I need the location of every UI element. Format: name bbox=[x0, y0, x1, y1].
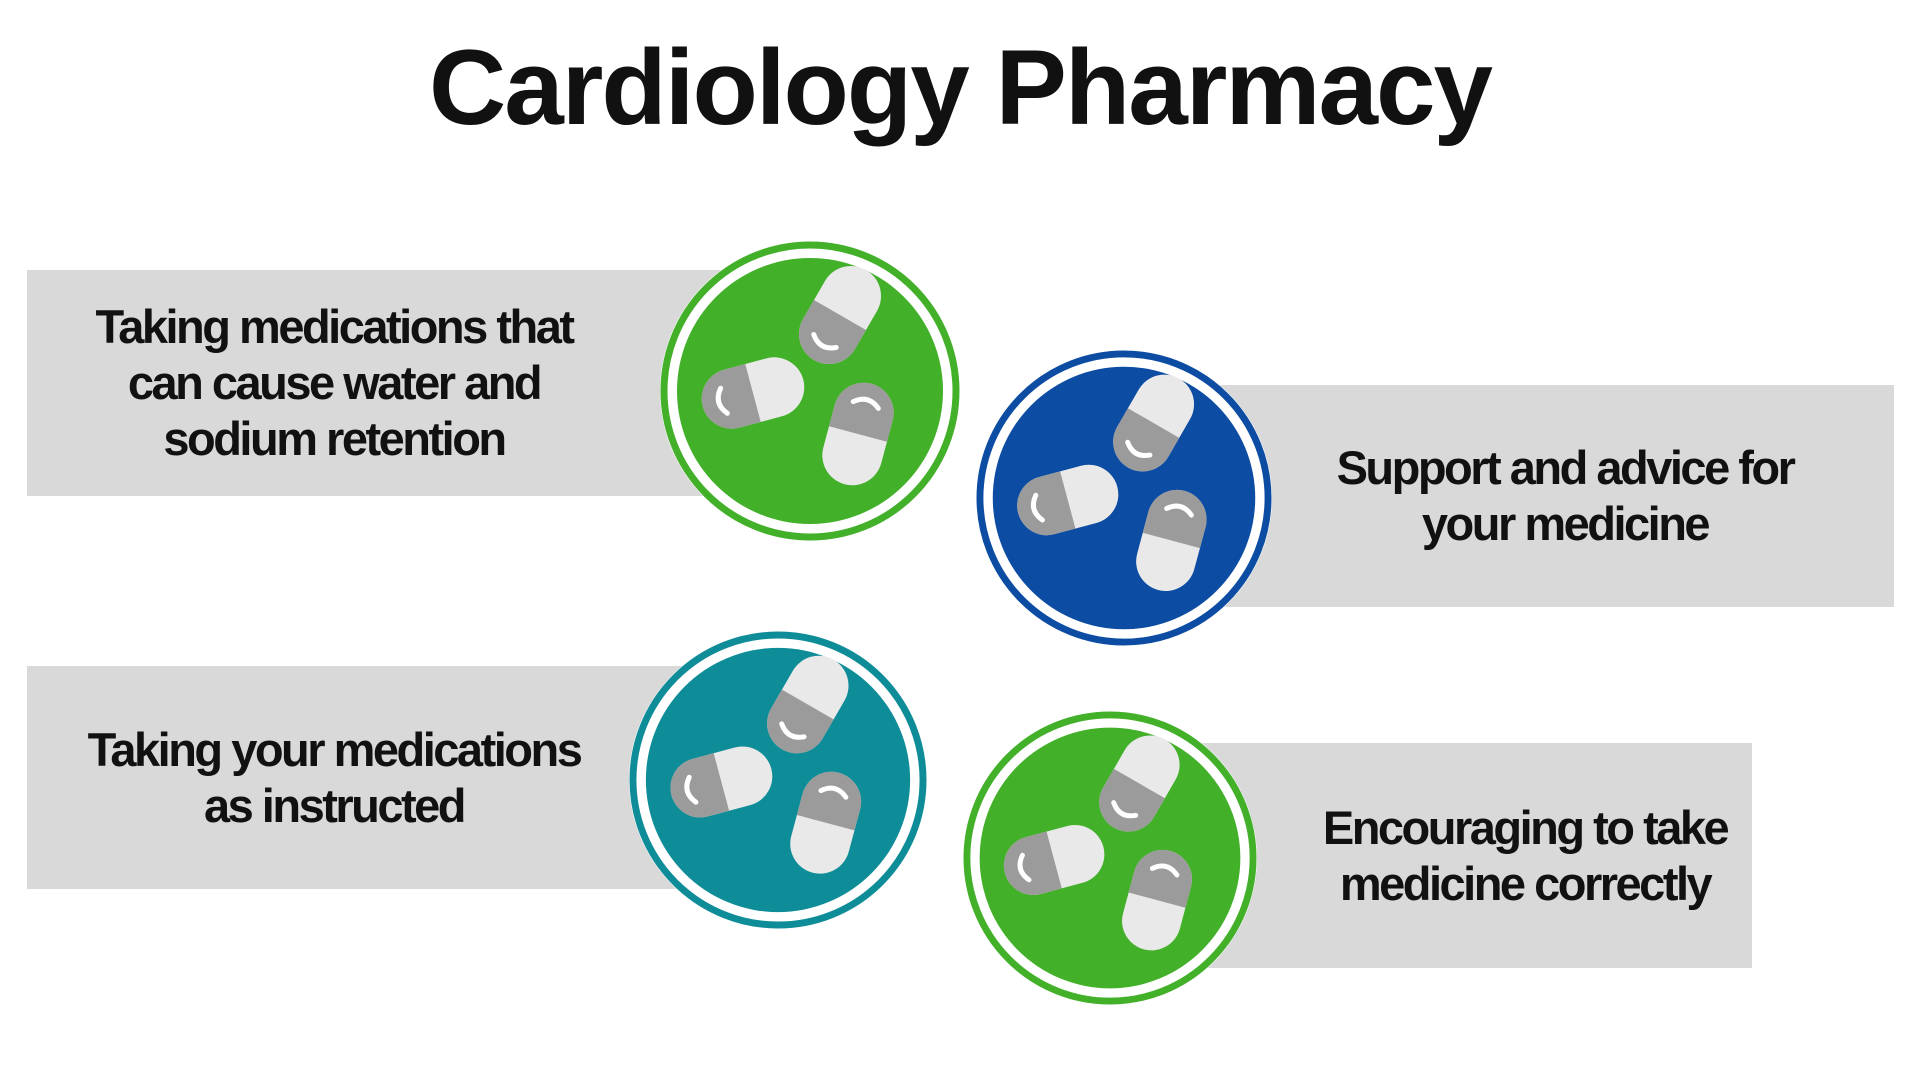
label-line: can cause water and bbox=[127, 356, 543, 409]
label-line: sodium retention bbox=[163, 412, 507, 465]
badge-ring bbox=[976, 350, 1272, 646]
label-line: your medicine bbox=[1421, 497, 1711, 550]
card-label: Encouraging to take medicine correctly bbox=[1322, 800, 1730, 912]
pills-icon bbox=[963, 711, 1257, 1005]
pills-icon bbox=[976, 350, 1272, 646]
page-title: Cardiology Pharmacy bbox=[428, 27, 1493, 147]
label-line: Encouraging to take bbox=[1322, 800, 1730, 854]
card-label: Taking medications that can cause water … bbox=[95, 299, 576, 467]
card-label: Support and advice for your medicine bbox=[1336, 440, 1796, 552]
badge-ring bbox=[660, 241, 960, 541]
badge-ring bbox=[629, 631, 927, 929]
label-line: as instructed bbox=[203, 778, 467, 832]
label-line: Taking your medications bbox=[87, 722, 583, 776]
label-line: medicine correctly bbox=[1339, 856, 1713, 910]
label-line: Support and advice for bbox=[1336, 441, 1796, 494]
label-line: Taking medications that bbox=[95, 300, 576, 353]
card-label: Taking your medications as instructed bbox=[87, 722, 583, 834]
pills-icon bbox=[629, 631, 927, 929]
badge-ring bbox=[963, 711, 1257, 1005]
pills-icon bbox=[660, 241, 960, 541]
